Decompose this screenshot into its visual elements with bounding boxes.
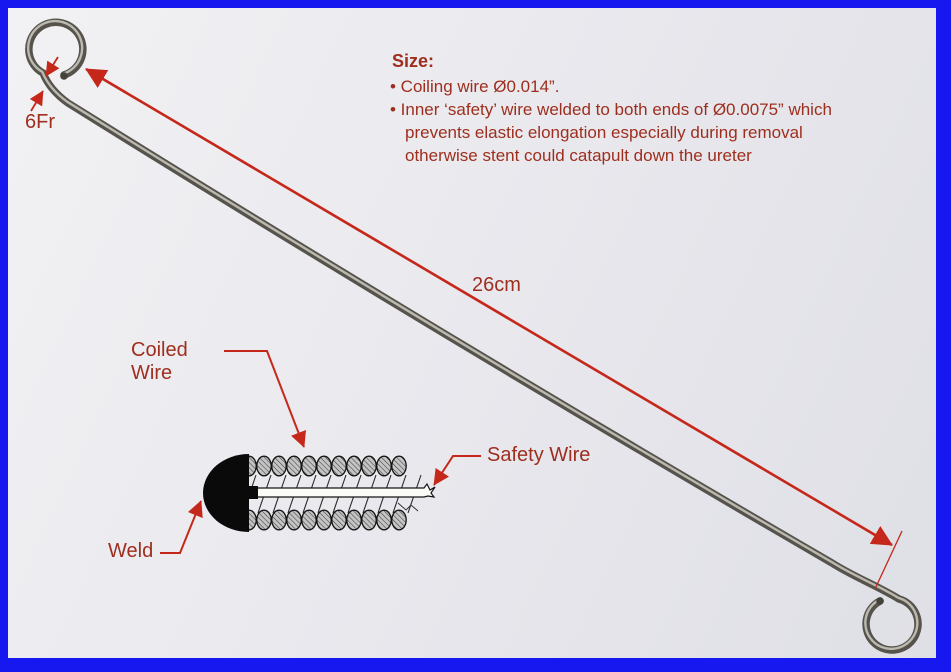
coil-turn-section xyxy=(286,509,302,531)
coil-turn-section xyxy=(361,509,377,531)
gauge-arrow-upper xyxy=(45,56,60,77)
coil-turn-section xyxy=(271,455,287,477)
safety-wire-label: Safety Wire xyxy=(487,444,591,466)
coil-turn-section xyxy=(316,509,332,531)
size-note-block: • Coiling wire Ø0.014”. • Inner ‘safety’… xyxy=(390,75,832,167)
coiled-wire-leader xyxy=(224,350,306,448)
coil-turn-section xyxy=(316,455,332,477)
coil-turn-section xyxy=(271,509,287,531)
coil-turn-section xyxy=(376,455,392,477)
coil-turn-section xyxy=(346,509,362,531)
gauge-arrows xyxy=(29,56,60,112)
coil-row-top xyxy=(241,455,407,477)
coil-turn-section xyxy=(391,455,407,477)
gauge-arrow-lower xyxy=(29,90,44,112)
wire-tip-top xyxy=(60,72,68,80)
coil-turn-section xyxy=(391,509,407,531)
safety-wire-leader xyxy=(433,455,481,486)
size-note-line-4: otherwise stent could catapult down the … xyxy=(405,146,752,165)
safety-wire-bar xyxy=(249,482,436,498)
length-label: 26cm xyxy=(472,274,521,296)
coil-turn-section xyxy=(361,455,377,477)
coil-turn-section xyxy=(346,455,362,477)
coil-turn-section xyxy=(301,509,317,531)
leader-lines xyxy=(160,350,481,554)
size-heading: Size: xyxy=(392,51,435,71)
coiled-wire-label: Coiled Wire xyxy=(131,339,188,384)
wire-tip-bottom xyxy=(876,597,884,605)
coil-break-mark xyxy=(397,502,419,512)
gauge-label: 6Fr xyxy=(25,111,55,133)
coil-turn-section xyxy=(256,455,272,477)
coil-turn-section xyxy=(331,509,347,531)
coil-turn-section xyxy=(286,455,302,477)
coil-turn-section xyxy=(301,455,317,477)
weld-label: Weld xyxy=(108,540,154,562)
weld-leader xyxy=(160,500,203,554)
dimension-line xyxy=(85,67,893,547)
size-note-line-3: prevents elastic elongation especially d… xyxy=(405,123,803,142)
coil-turn-section xyxy=(256,509,272,531)
coil-turn-section xyxy=(331,455,347,477)
coil-turn-section xyxy=(376,509,392,531)
size-note-line-2: • Inner ‘safety’ wire welded to both end… xyxy=(390,100,832,119)
coil-cross-section xyxy=(203,454,436,532)
weld-dome xyxy=(203,454,249,532)
size-note-line-1: • Coiling wire Ø0.014”. xyxy=(390,77,560,96)
length-dimension xyxy=(85,67,903,590)
coil-row-bottom xyxy=(241,509,407,531)
dimension-tick xyxy=(874,530,903,590)
